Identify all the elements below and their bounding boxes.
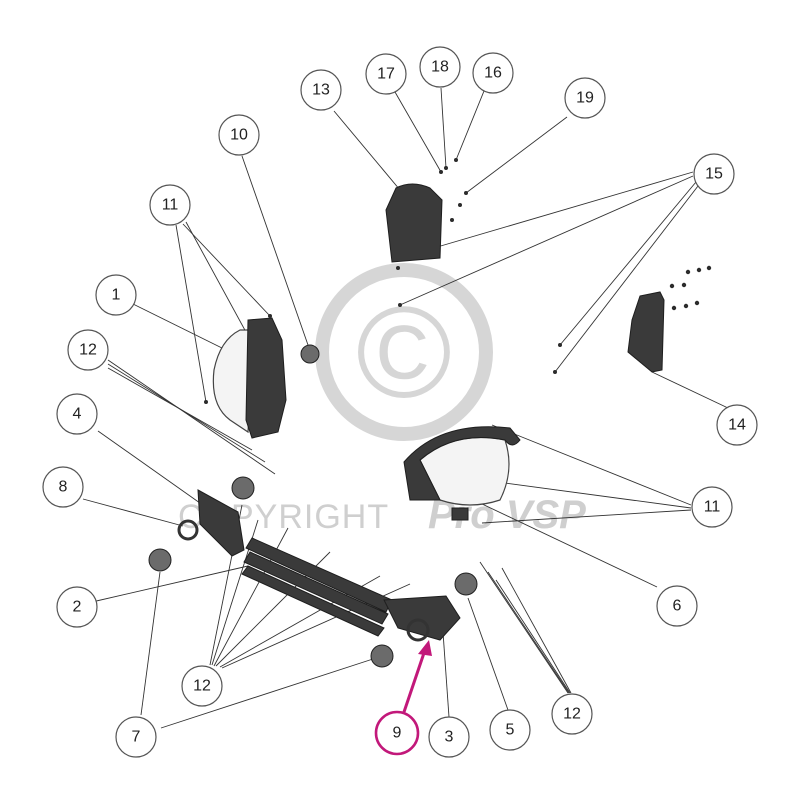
svg-text:17: 17 [377,66,395,83]
callouts: 1 2 3 4 5 6 7 8 9 10 11 11 12 12 12 13 1… [42,46,758,758]
svg-text:7: 7 [132,729,141,746]
callout-10[interactable]: 10 [218,114,260,156]
callout-6[interactable]: 6 [656,585,698,627]
part-2-fog-lamp-left [148,548,172,572]
svg-text:18: 18 [431,59,449,76]
callout-15[interactable]: 15 [693,153,735,195]
part-10-connector [300,344,320,364]
parts [148,158,712,668]
callout-9[interactable]: 9 [374,710,420,756]
callout-12-lower-left[interactable]: 12 [181,665,223,707]
svg-text:4: 4 [73,406,82,423]
callout-17[interactable]: 17 [365,53,407,95]
svg-text:3: 3 [445,729,454,746]
svg-text:12: 12 [193,678,211,695]
part-7-fog-lamp-lower [370,644,394,668]
screws-15-group [398,158,712,374]
callout-11-upper[interactable]: 11 [149,184,191,226]
svg-text:11: 11 [162,197,179,214]
svg-text:8: 8 [59,479,68,496]
callout-5[interactable]: 5 [489,709,531,751]
part-1-headlamp-left [204,314,287,439]
fog-lamp-upper [231,476,255,500]
callout-7[interactable]: 7 [115,716,157,758]
svg-text:12: 12 [79,342,97,359]
callout-8[interactable]: 8 [42,466,84,508]
part-4-grille-trim-left [197,489,245,557]
callout-13[interactable]: 13 [300,69,342,111]
part-8-fog-ring-left [177,519,199,541]
part-3-grille-trim-right [383,595,461,641]
svg-text:12: 12 [563,706,581,723]
callout-2[interactable]: 2 [56,586,98,628]
copyright-ring [315,263,493,441]
svg-text:14: 14 [728,417,746,434]
svg-text:13: 13 [312,82,330,99]
copyright-symbol: © [356,279,452,425]
callout-18[interactable]: 18 [419,46,461,88]
svg-text:6: 6 [673,598,682,615]
callout-12-upper-left[interactable]: 12 [67,329,109,371]
svg-text:15: 15 [705,166,723,183]
callout-16[interactable]: 16 [472,52,514,94]
callout-12-lower-right[interactable]: 12 [551,693,593,735]
callout-1[interactable]: 1 [95,274,137,316]
callout-11-right[interactable]: 11 [691,486,733,528]
svg-text:10: 10 [230,127,248,144]
leader-lines [82,87,729,729]
part-9-fog-ring-right [406,618,430,642]
svg-text:9: 9 [393,725,402,742]
callout-3[interactable]: 3 [428,716,470,758]
svg-text:16: 16 [484,65,502,82]
part-center-grille [241,537,393,637]
callout-4[interactable]: 4 [56,393,98,435]
part-6-headlamp-right [403,426,521,521]
callout-14[interactable]: 14 [716,404,758,446]
highlight-arrow [402,640,432,713]
part-13-cover [385,183,443,263]
svg-text:5: 5 [506,722,515,739]
part-5-fog-lamp-right [454,572,478,596]
svg-text:2: 2 [73,599,82,616]
part-14-bracket [627,291,665,373]
svg-text:11: 11 [704,499,721,516]
svg-text:19: 19 [576,90,594,107]
svg-text:1: 1 [112,287,121,304]
callout-19[interactable]: 19 [564,77,606,119]
